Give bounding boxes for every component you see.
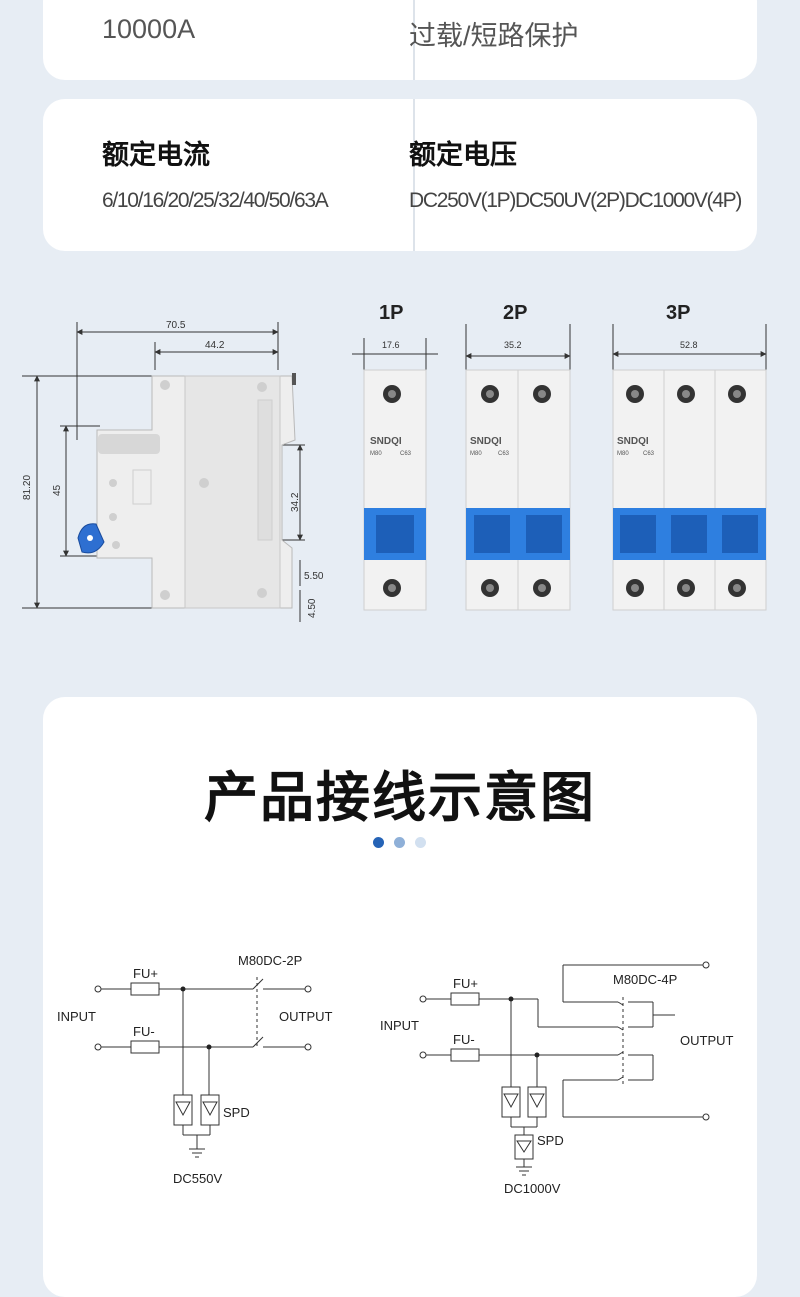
rated-current-title: 额定电流: [102, 140, 210, 171]
wiring-title: 产品接线示意图: [204, 766, 596, 829]
breaker-2p-labels: SNDQI M80 C63: [470, 436, 510, 457]
voltage-left: DC550V: [173, 1171, 222, 1186]
card-divider: [413, 99, 415, 251]
pole-label-2p: 2P: [503, 302, 528, 324]
protection-value: 过载/短路保护: [409, 21, 579, 51]
diagram-right-dots: [508, 996, 540, 1058]
brand-3p: SNDQI: [617, 436, 649, 447]
rating-spec-card: 额定电流 6/10/16/20/25/32/40/50/63A 额定电压 DC2…: [43, 99, 757, 251]
model-1p: M80: [370, 451, 382, 457]
input-left: INPUT: [57, 1009, 96, 1024]
output-right: OUTPUT: [680, 1033, 734, 1048]
dim-height-rail: 34.2: [290, 492, 301, 512]
breaker-2p: [465, 369, 571, 611]
diagram-right-labels: M80DC-4P FU+ FU- INPUT OUTPUT SPD DC1000…: [380, 972, 734, 1196]
breaking-capacity-value: 10000A: [102, 14, 196, 44]
side-dimension-labels: 70.5 44.2 81.20 45 34.2 5.50 4.50: [22, 320, 324, 618]
breaker-3p-labels: SNDQI M80 C63: [617, 436, 655, 457]
width-2p: 35.2: [504, 340, 522, 350]
diagram-right-lines: [419, 961, 710, 1176]
diagram-left-lines: [94, 977, 312, 1158]
breaker-4p-label: M80DC-4P: [613, 972, 677, 987]
width-3p: 52.8: [680, 340, 698, 350]
pole-label-1p: 1P: [379, 302, 404, 324]
fuse-pos-left: FU+: [133, 966, 158, 981]
brand-2p: SNDQI: [470, 436, 502, 447]
dimension-svg: 70.5 44.2 81.20 45 34.2 5.50 4.50: [22, 320, 767, 622]
breaker-1p: [363, 369, 427, 611]
input-right: INPUT: [380, 1018, 419, 1033]
dim-height-front: 45: [52, 484, 63, 496]
brand-1p: SNDQI: [370, 436, 402, 447]
model-2p: M80: [470, 451, 482, 457]
pole-label-3p: 3P: [666, 302, 691, 324]
pole-dimension-lines: [352, 324, 767, 370]
fuse-neg-left: FU-: [133, 1024, 155, 1039]
rating-3p: C63: [643, 451, 655, 457]
rated-voltage-value: DC250V(1P)DC50UV(2P)DC1000V(4P): [409, 189, 742, 212]
voltage-right: DC1000V: [504, 1181, 561, 1196]
rated-voltage-title: 额定电压: [409, 140, 517, 171]
rated-current-value: 6/10/16/20/25/32/40/50/63A: [102, 189, 329, 212]
dot-1: [373, 837, 384, 848]
rating-2p: C63: [498, 451, 510, 457]
model-3p: M80: [617, 451, 629, 457]
dimension-drawing: 70.5 44.2 81.20 45 34.2 5.50 4.50: [0, 290, 800, 630]
dim-offset-a: 5.50: [304, 571, 324, 582]
dot-3: [415, 837, 426, 848]
breaker-3p: [612, 369, 767, 611]
top-spec-card: 10000A 过载/短路保护: [43, 0, 757, 80]
dim-height-total: 81.20: [22, 475, 33, 500]
diagram-left-labels: M80DC-2P FU+ FU- INPUT OUTPUT SPD DC550V: [57, 953, 333, 1186]
breaker-2p-label: M80DC-2P: [238, 953, 302, 968]
dot-2: [394, 837, 405, 848]
spd-right: SPD: [537, 1133, 564, 1148]
pole-width-labels: 17.6 35.2 52.8: [382, 340, 698, 350]
wiring-svg: M80DC-2P FU+ FU- INPUT OUTPUT SPD DC550V: [57, 953, 734, 1196]
dim-width-total: 70.5: [166, 320, 186, 331]
card-divider: [413, 0, 415, 80]
output-left: OUTPUT: [279, 1009, 333, 1024]
spd-left: SPD: [223, 1105, 250, 1120]
width-1p: 17.6: [382, 340, 400, 350]
pagination-dots: [373, 837, 433, 849]
diagram-left-dots: [180, 986, 212, 1050]
rating-1p: C63: [400, 451, 412, 457]
fuse-pos-right: FU+: [453, 976, 478, 991]
fuse-neg-right: FU-: [453, 1032, 475, 1047]
wiring-card: 产品接线示意图: [43, 697, 757, 1297]
dim-offset-b: 4.50: [307, 598, 318, 618]
breaker-1p-labels: SNDQI M80 C63: [370, 436, 412, 457]
side-dimension-lines: [22, 322, 305, 622]
dim-width-front: 44.2: [205, 340, 225, 351]
side-view-body: [77, 373, 296, 609]
